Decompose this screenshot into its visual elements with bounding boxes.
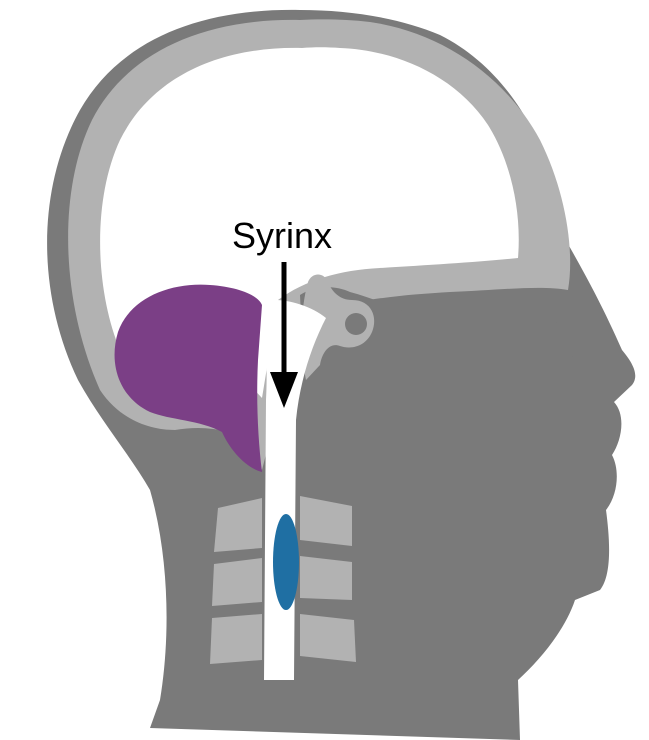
pituitary: [345, 313, 367, 335]
vertebra-left-2: [212, 558, 262, 606]
syrinx-cavity: [273, 514, 299, 610]
vertebra-right-2: [300, 556, 352, 600]
vertebra-right-3: [300, 614, 356, 662]
vertebra-left-3: [210, 614, 262, 664]
syrinx-label: Syrinx: [232, 215, 332, 256]
